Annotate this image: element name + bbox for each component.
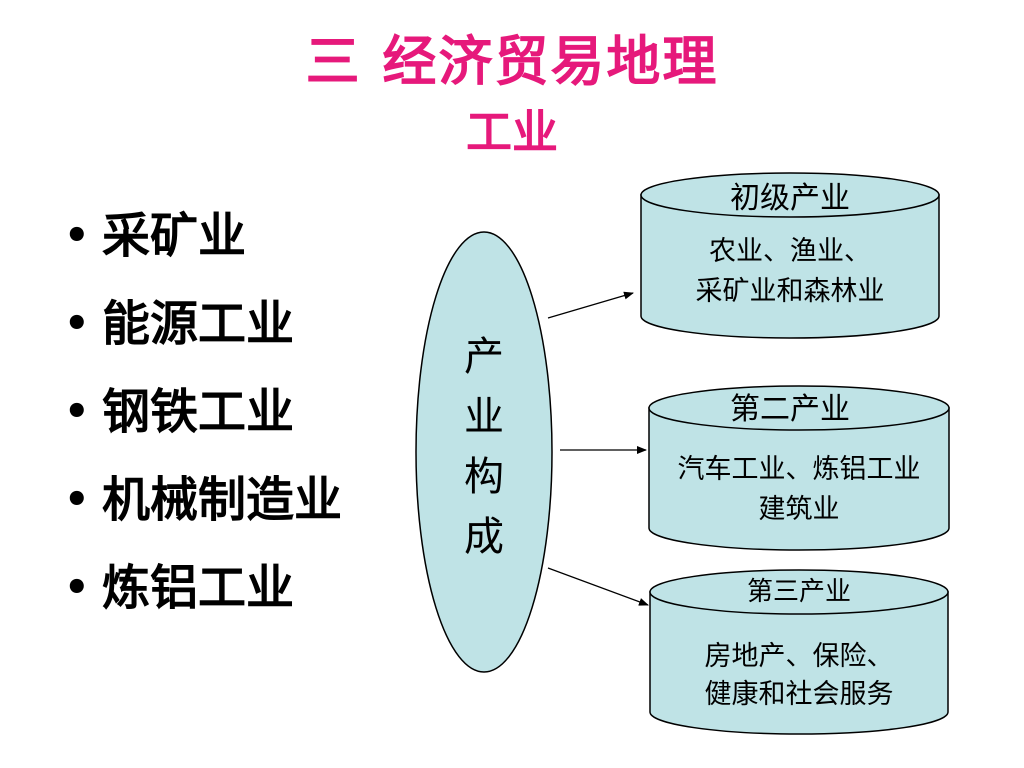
list-item-label: 采矿业 [102, 208, 247, 264]
center-ellipse [415, 231, 553, 673]
center-char: 成 [464, 514, 504, 560]
list-item: • 钢铁工业 [58, 368, 342, 456]
list-item: • 采矿业 [58, 192, 342, 280]
node-text-line: 采矿业和森林业 [696, 276, 885, 307]
bullet-icon: • [64, 564, 90, 611]
bullet-icon: • [64, 388, 90, 435]
node-title: 第二产业 [730, 392, 850, 427]
node-title: 第三产业 [747, 577, 851, 607]
node-text-line: 建筑业 [759, 494, 840, 525]
node-text-line: 健康和社会服务 [705, 679, 894, 710]
page-title: 三 经济贸易地理 [305, 29, 719, 93]
connector-arrow-primary [547, 291, 634, 319]
list-item: • 炼铝工业 [58, 544, 342, 632]
list-item-label: 机械制造业 [102, 472, 343, 528]
list-item-label: 炼铝工业 [102, 560, 295, 616]
list-item: • 能源工业 [58, 280, 342, 368]
bullet-icon: • [64, 476, 90, 523]
connector-arrow-tertiary [547, 567, 649, 606]
center-char: 业 [464, 394, 504, 440]
node-title: 初级产业 [730, 181, 850, 216]
page-subtitle: 工业 [466, 105, 558, 159]
node-text-line: 汽车工业、炼铝工业 [678, 454, 921, 485]
bullet-icon: • [64, 212, 90, 259]
list-item-label: 钢铁工业 [102, 384, 295, 440]
list-item-label: 能源工业 [102, 296, 295, 352]
node-text-line: 房地产、保险、 [705, 641, 894, 672]
node-primary-industry: 初级产业 农业、渔业、 采矿业和森林业 [640, 172, 940, 339]
node-text-line: 农业、渔业、 [709, 236, 871, 267]
center-char: 产 [464, 334, 504, 380]
node-tertiary-industry: 第三产业 房地产、保险、 健康和社会服务 [649, 569, 949, 735]
bullet-icon: • [64, 300, 90, 347]
industry-list: • 采矿业 • 能源工业 • 钢铁工业 • 机械制造业 • 炼铝工业 [58, 192, 342, 632]
list-item: • 机械制造业 [58, 456, 342, 544]
center-char: 构 [464, 454, 504, 500]
node-secondary-industry: 第二产业 汽车工业、炼铝工业 建筑业 [648, 385, 950, 551]
